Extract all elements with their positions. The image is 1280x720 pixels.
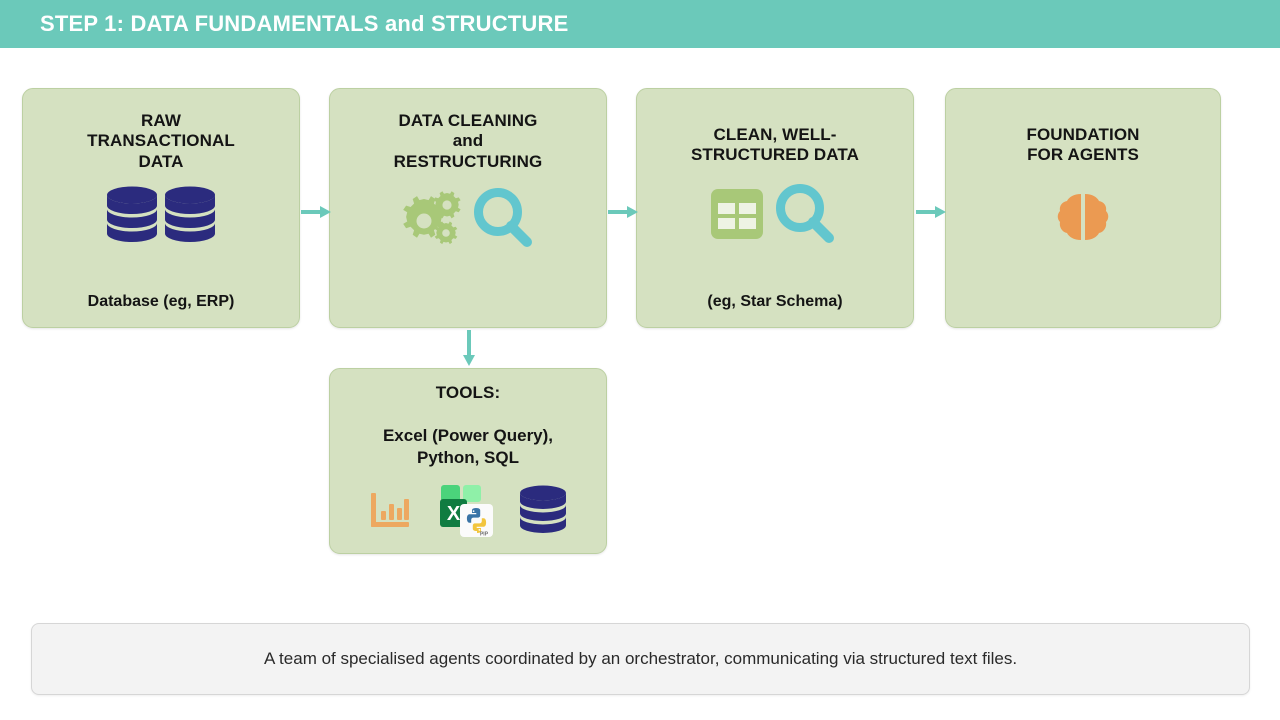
- stage-subtitle: Database (eg, ERP): [87, 293, 235, 310]
- stage-box-clean-well-structured-data[interactable]: CLEAN, WELL- STRUCTURED DATA (eg, Star S…: [636, 88, 914, 328]
- stage-box-data-cleaning-and-restructuring[interactable]: DATA CLEANING and RESTRUCTURING: [329, 88, 607, 328]
- header-bar: STEP 1: DATA FUNDAMENTALS and STRUCTURE: [0, 0, 1280, 48]
- stage-title: DATA CLEANING and RESTRUCTURING: [393, 111, 543, 171]
- bar-chart-icon: [371, 492, 409, 527]
- arrow-cleaning-to-tools: [463, 330, 475, 366]
- database-icon: [520, 485, 566, 533]
- tools-list: Excel (Power Query), Python, SQL: [382, 426, 554, 468]
- magnifier-icon: [776, 183, 834, 243]
- table-icon: [711, 188, 763, 239]
- arrow-raw-to-cleaning: [301, 206, 331, 218]
- gears-icon: [403, 191, 461, 245]
- excel-letter: X: [447, 503, 461, 525]
- stage-box-raw-transactional-data[interactable]: RAW TRANSACTIONAL DATA Database (eg, ERP…: [22, 88, 300, 328]
- python-label: PIP: [480, 531, 489, 537]
- arrow-cleaning-to-clean: [608, 206, 638, 218]
- stage-icon-group: [103, 186, 219, 248]
- stage-icon-group: [710, 182, 840, 246]
- stage-title: FOUNDATION FOR AGENTS: [1026, 125, 1140, 165]
- stage-subtitle: (eg, Star Schema): [707, 293, 843, 310]
- brain-icon: [1057, 193, 1109, 240]
- stage-title: RAW TRANSACTIONAL DATA: [87, 111, 235, 171]
- stage-box-tools[interactable]: TOOLS: Excel (Power Query), Python, SQL: [329, 368, 607, 554]
- arrow-clean-to-foundation: [916, 206, 946, 218]
- caption-text: A team of specialised agents coordinated…: [263, 649, 1018, 668]
- database-icon: [107, 186, 215, 243]
- caption-bar: A team of specialised agents coordinated…: [31, 623, 1250, 695]
- magnifier-icon: [474, 188, 532, 248]
- page-title: STEP 1: DATA FUNDAMENTALS and STRUCTURE: [40, 11, 569, 36]
- stage-box-foundation-for-agents[interactable]: FOUNDATION FOR AGENTS: [945, 88, 1221, 328]
- tools-icon-group: X PIP: [368, 482, 568, 537]
- excel-python-logo-group: X PIP: [438, 482, 493, 537]
- tools-title: TOOLS:: [435, 383, 501, 402]
- stage-icon-group: [398, 186, 538, 250]
- stage-title: CLEAN, WELL- STRUCTURED DATA: [690, 125, 860, 165]
- python-logo-icon: PIP: [460, 503, 493, 537]
- stage-icon-group: [1054, 190, 1112, 244]
